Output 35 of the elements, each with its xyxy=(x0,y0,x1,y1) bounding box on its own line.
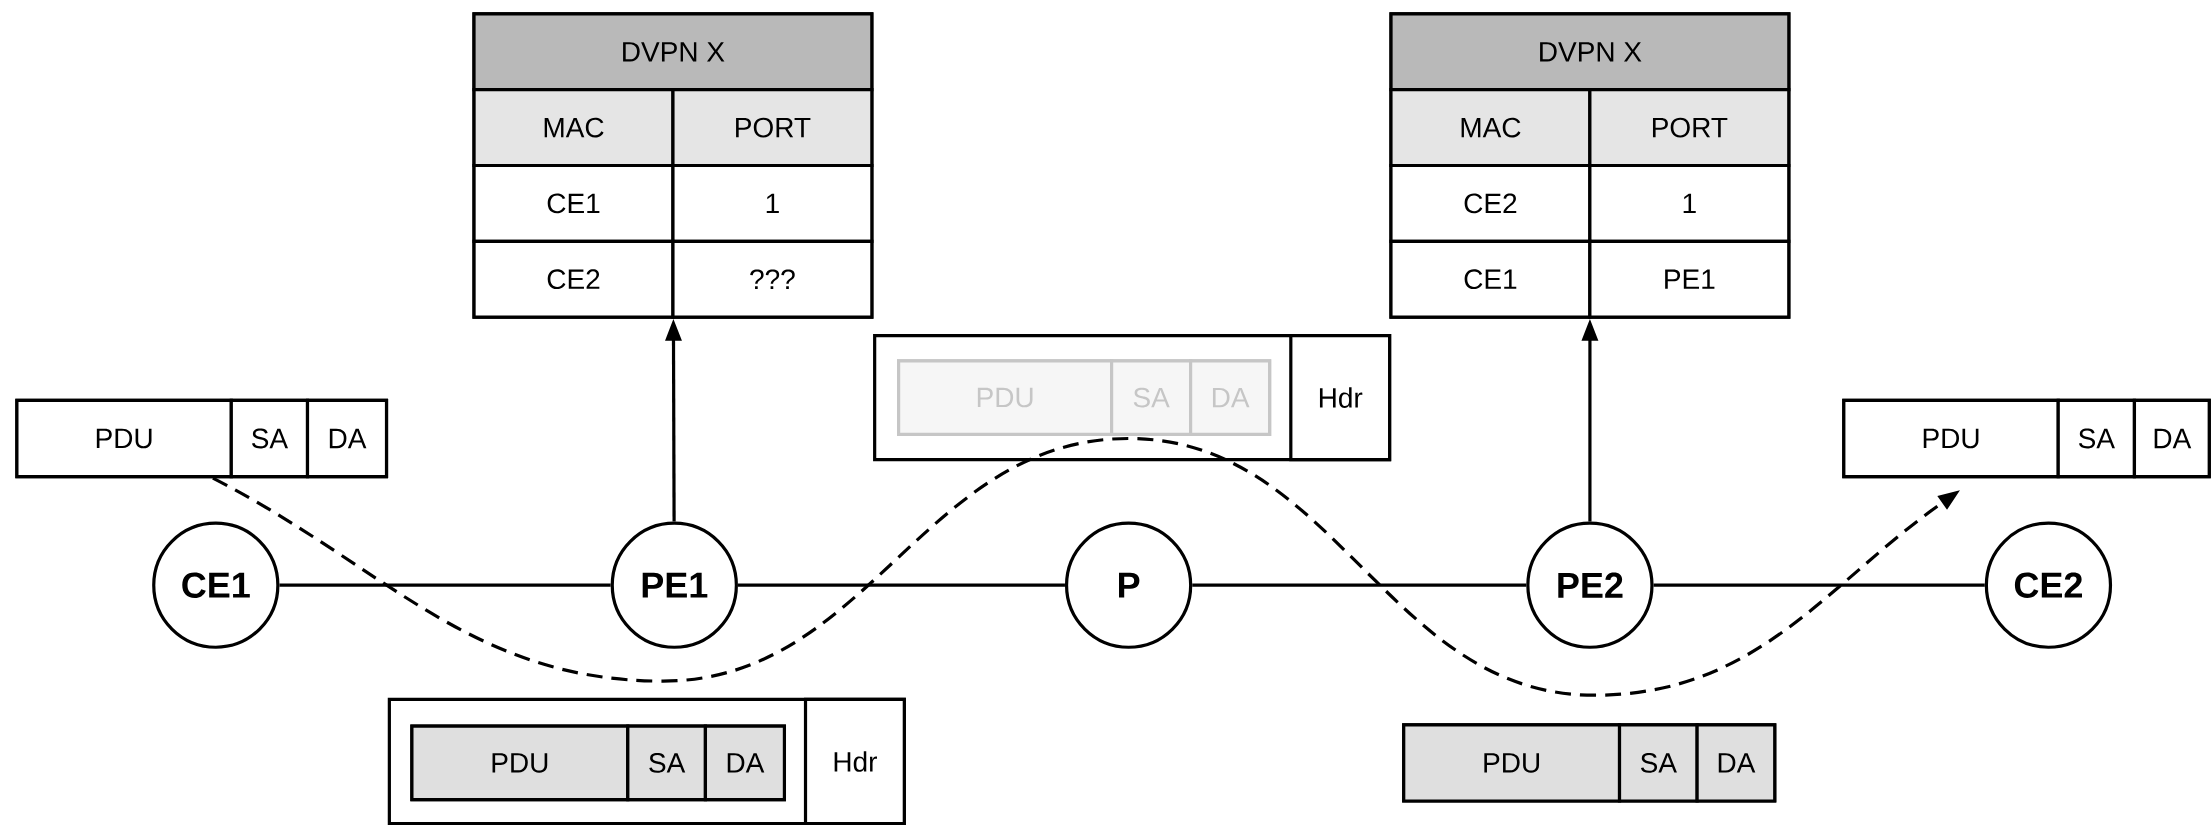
packet xyxy=(897,359,1272,436)
packet-field: DA xyxy=(1695,723,1777,803)
column-header: PORT xyxy=(671,88,874,168)
packet-field: SA xyxy=(626,724,707,802)
link-line xyxy=(1653,583,1985,587)
packet xyxy=(410,724,786,802)
table-cell: PE1 xyxy=(1588,239,1791,319)
table-cell: 1 xyxy=(671,163,874,243)
header-cell: Hdr xyxy=(1289,333,1392,462)
table-cell: CE1 xyxy=(472,163,675,243)
table-header: DVPN X xyxy=(1389,12,1791,92)
packet xyxy=(1842,398,2211,479)
link-line xyxy=(1192,583,1527,587)
header-cell: Hdr xyxy=(803,697,906,825)
table xyxy=(1389,12,1791,319)
packet-field: SA xyxy=(229,398,310,479)
table-cell: 1 xyxy=(1588,163,1791,243)
column-header: PORT xyxy=(1588,88,1791,168)
link-line xyxy=(279,583,611,587)
column-header: MAC xyxy=(472,88,675,168)
table xyxy=(472,12,874,319)
packet-field: DA xyxy=(305,398,389,479)
packet xyxy=(15,398,389,479)
column-header: MAC xyxy=(1389,88,1592,168)
packet-field: SA xyxy=(2056,398,2137,479)
table-cell: CE1 xyxy=(1389,239,1592,319)
packet-field: DA xyxy=(703,724,786,802)
table-cell: CE2 xyxy=(472,239,675,319)
link-line xyxy=(737,583,1065,587)
table-header: DVPN X xyxy=(472,12,874,92)
packet-field: SA xyxy=(1617,723,1699,803)
table-cell: CE2 xyxy=(1389,163,1592,243)
table-cell: ??? xyxy=(671,239,874,319)
packet xyxy=(1402,723,1777,803)
packet-field: DA xyxy=(2132,398,2211,479)
